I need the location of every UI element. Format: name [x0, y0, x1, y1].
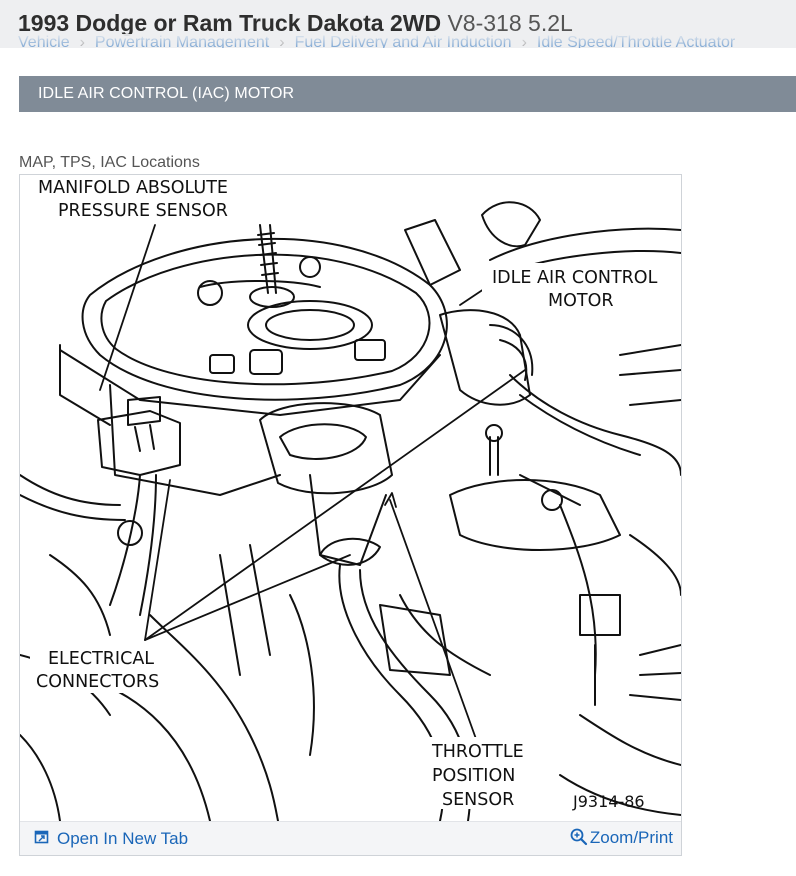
label-connectors-2: CONNECTORS — [36, 672, 159, 692]
breadcrumb-item-vehicle[interactable]: Vehicle — [18, 34, 70, 48]
engine-diagram: MANIFOLD ABSOLUTE PRESSURE SENSOR IDLE A… — [20, 175, 681, 821]
figure-footer: Open In New Tab Zoom/Print — [20, 821, 681, 855]
label-connectors-1: ELECTRICAL — [48, 649, 154, 669]
page-title: 1993 Dodge or Ram Truck Dakota 2WD V8-31… — [18, 8, 573, 38]
section-title: IDLE AIR CONTROL (IAC) MOTOR — [38, 85, 295, 102]
tps-body — [259, 402, 393, 495]
label-iac-1: IDLE AIR CONTROL — [492, 268, 658, 288]
open-in-new-tab-link[interactable]: Open In New Tab — [34, 829, 188, 849]
breadcrumb-item-fuel-delivery[interactable]: Fuel Delivery and Air Induction — [294, 34, 512, 48]
label-map-sensor-2: PRESSURE SENSOR — [58, 201, 228, 221]
breadcrumb-separator: › — [79, 34, 85, 48]
label-iac-2: MOTOR — [548, 291, 614, 311]
leader-conn-2 — [144, 554, 351, 641]
breadcrumb-separator: › — [521, 34, 527, 48]
section-header: IDLE AIR CONTROL (IAC) MOTOR — [19, 76, 796, 112]
figure-caption: MAP, TPS, IAC Locations — [19, 154, 200, 171]
vehicle-title: 1993 Dodge or Ram Truck Dakota 2WD — [18, 10, 442, 36]
label-tps-3: SENSOR — [442, 790, 514, 810]
label-tps-1: THROTTLE — [431, 742, 524, 762]
breadcrumb-separator: › — [279, 34, 285, 48]
leader-conn-1 — [144, 479, 171, 641]
label-map-sensor-1: MANIFOLD ABSOLUTE — [38, 178, 228, 198]
figure-code: J9314-86 — [572, 792, 645, 811]
zoom-in-icon — [570, 828, 587, 846]
iac-motor — [439, 309, 531, 406]
breadcrumb-item-powertrain[interactable]: Powertrain Management — [94, 34, 270, 48]
engine-subtitle: V8-318 5.2L — [447, 10, 573, 36]
leader-tps — [389, 499, 481, 751]
breadcrumb-item-idle-speed[interactable]: Idle Speed/Throttle Actuator — [536, 34, 736, 48]
diagram-figure: MANIFOLD ABSOLUTE PRESSURE SENSOR IDLE A… — [19, 174, 682, 856]
breadcrumb: Vehicle › Powertrain Management › Fuel Deliv… — [18, 34, 735, 48]
zoom-print-label: Zoom/Print — [589, 828, 673, 847]
open-in-new-tab-label: Open In New Tab — [57, 829, 189, 848]
leader-conn-3 — [144, 369, 526, 641]
zoom-print-link[interactable]: Zoom/Print — [570, 828, 673, 848]
open-in-new-tab-icon — [34, 830, 50, 847]
page-header: 1993 Dodge or Ram Truck Dakota 2WD V8-31… — [0, 0, 796, 48]
label-tps-2: POSITION — [432, 766, 515, 786]
map-sensor-connector — [97, 410, 181, 476]
leader-map — [99, 224, 156, 391]
